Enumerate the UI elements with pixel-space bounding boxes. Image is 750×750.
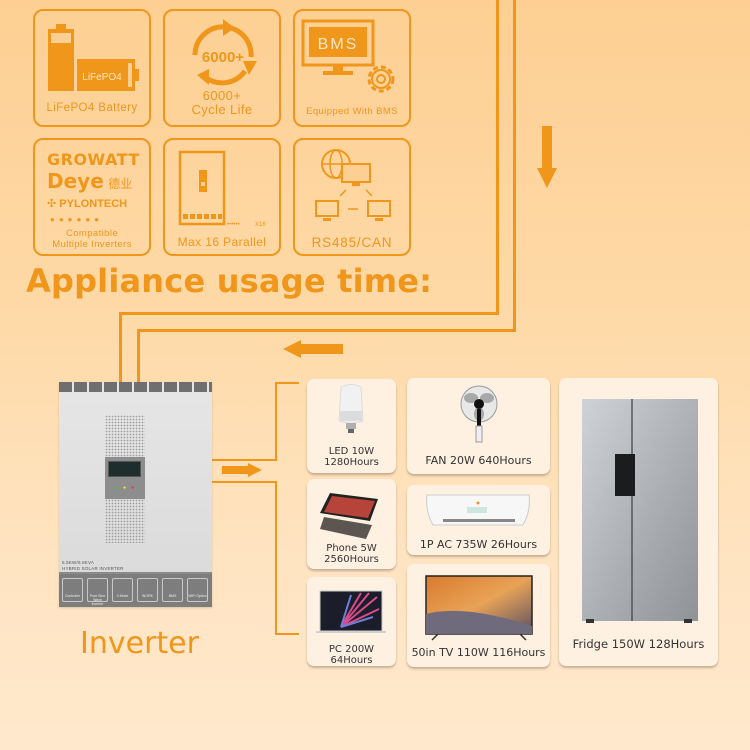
label-line: LED 10W bbox=[328, 446, 375, 457]
cycle-arrows-icon: 6000+ bbox=[192, 19, 257, 86]
wire-out-bottom-stub bbox=[275, 633, 299, 635]
svg-text:LiFePO4: LiFePO4 bbox=[82, 72, 122, 83]
inverter-badge-bar: Controller Pure Sine Wave Inverter 3 Mod… bbox=[59, 574, 212, 607]
appliance-label: 50in TV 110W 116Hours bbox=[411, 646, 546, 659]
appliance-label: Phone 5W 2560Hours bbox=[307, 543, 396, 565]
fridge-icon bbox=[582, 399, 698, 623]
appliance-card-ac: 1P AC 735W 26Hours bbox=[407, 485, 550, 555]
svg-text:X16: X16 bbox=[255, 222, 266, 228]
wire-outer-vertical bbox=[496, 0, 499, 314]
section-title: Appliance usage time: bbox=[26, 262, 433, 300]
pylontech-logo-icon: ✣ bbox=[47, 198, 57, 210]
wire-out-top-vertical bbox=[275, 382, 277, 461]
svg-text:••••••: •••••• bbox=[227, 222, 240, 228]
wire-inner-vertical bbox=[513, 0, 516, 332]
wire-inner-down bbox=[137, 329, 140, 384]
feature-card-bms: BMS Equipped With BMS bbox=[293, 9, 411, 127]
badge-mode: 3 Mode bbox=[112, 578, 133, 602]
wire-out-top bbox=[211, 459, 276, 461]
feature-caption: RS485/CAN bbox=[311, 235, 393, 250]
badge-bms: BMS bbox=[162, 578, 183, 602]
inverter-leds: ●●● bbox=[115, 485, 140, 491]
wire-inner-horizontal bbox=[137, 329, 516, 332]
feature-caption: Compatible Multiple Inverters bbox=[35, 228, 149, 250]
dots-divider: ●●●●●● bbox=[50, 215, 103, 224]
battery-icon: LiFePO4 bbox=[48, 24, 139, 91]
appliance-card-pc: PC 200W 64Hours bbox=[307, 577, 396, 666]
inverter-caption: Inverter bbox=[80, 626, 199, 661]
appliance-label: 1P AC 735W 26Hours bbox=[419, 538, 538, 551]
brand-growatt: GROWATT bbox=[47, 150, 140, 169]
wire-out-bottom bbox=[211, 481, 276, 483]
wire-out-top-stub bbox=[275, 382, 299, 384]
laptop-icon bbox=[316, 590, 386, 633]
label-line: 2560Hours bbox=[324, 554, 379, 565]
feature-caption: Equipped With BMS bbox=[306, 106, 398, 117]
appliance-card-led: LED 10W 1280Hours bbox=[307, 379, 396, 473]
brand-deye-row: Deye 德业 bbox=[47, 169, 132, 193]
appliance-card-tv: 50in TV 110W 116Hours bbox=[407, 564, 550, 667]
arrow-down-icon bbox=[537, 126, 557, 188]
network-computers-icon bbox=[315, 149, 391, 221]
badge-wifi: WiFi Option bbox=[187, 578, 208, 602]
inverter-top-vent bbox=[59, 382, 212, 392]
label-line: 1280Hours bbox=[324, 457, 379, 468]
svg-text:BMS: BMS bbox=[318, 36, 359, 53]
inverter-display bbox=[108, 461, 141, 477]
appliance-card-fan: FAN 20W 640Hours bbox=[407, 378, 550, 474]
svg-text:6000+: 6000+ bbox=[202, 49, 244, 66]
feature-card-compatible: GROWATT Deye 德业 ✣ PYLONTECH ●●●●●● Compa… bbox=[33, 138, 151, 256]
label-line: Phone 5W bbox=[326, 543, 377, 554]
air-conditioner-icon bbox=[426, 494, 530, 526]
inverter-model: 5.5KW/6.8KVA bbox=[62, 560, 95, 565]
appliance-label: Fridge 150W 128Hours bbox=[572, 637, 705, 651]
feature-card-lifepo4: LiFePO4 LiFePO4 Battery bbox=[33, 9, 151, 127]
feature-card-rs485: RS485/CAN bbox=[293, 138, 411, 256]
badge-work: WORK bbox=[137, 578, 158, 602]
inverter-type: HYBRID SOLAR INVERTER bbox=[62, 566, 124, 571]
feature-caption: LiFePO4 Battery bbox=[46, 102, 138, 114]
wire-out-bottom-vertical bbox=[275, 481, 277, 635]
brand-pylontech: PYLONTECH bbox=[59, 198, 128, 210]
led-bulb-icon bbox=[338, 384, 364, 433]
arrow-right-icon bbox=[222, 463, 262, 477]
bms-monitor-gear-icon: BMS bbox=[301, 19, 395, 93]
appliance-card-fridge: Fridge 150W 128Hours bbox=[559, 378, 718, 666]
appliance-label: LED 10W 1280Hours bbox=[307, 446, 396, 468]
arrow-left-icon bbox=[283, 339, 343, 359]
appliance-card-phone: Phone 5W 2560Hours bbox=[307, 479, 396, 569]
caption-line: Multiple Inverters bbox=[52, 239, 132, 250]
television-icon bbox=[425, 575, 533, 641]
feature-card-parallel: •••••• X16 Max 16 Parallel bbox=[163, 138, 281, 256]
wire-outer-horizontal bbox=[119, 312, 499, 315]
tablet-phone-icon bbox=[320, 493, 378, 539]
fan-icon bbox=[460, 385, 498, 443]
appliance-label: PC 200W 64Hours bbox=[328, 644, 375, 666]
wire-outer-down bbox=[119, 312, 122, 384]
feature-caption: Max 16 Parallel bbox=[177, 235, 267, 249]
brand-pylontech-row: ✣ PYLONTECH bbox=[47, 197, 127, 210]
caption-line: Cycle Life bbox=[191, 102, 253, 117]
badge-controller: Controller bbox=[62, 578, 83, 602]
caption-line: 6000+ bbox=[202, 88, 242, 103]
inverter-image: ●●● 5.5KW/6.8KVA HYBRID SOLAR INVERTER C… bbox=[59, 382, 212, 607]
brand-deye-cn: 德业 bbox=[108, 177, 133, 191]
appliance-label: FAN 20W 640Hours bbox=[425, 454, 532, 467]
parallel-battery-icon: •••••• X16 bbox=[178, 150, 266, 228]
feature-card-cycle-life: 6000+ 6000+ Cycle Life bbox=[163, 9, 281, 127]
badge-sine-wave: Pure Sine Wave Inverter bbox=[87, 578, 108, 606]
brand-deye: Deye bbox=[47, 169, 104, 193]
feature-caption: 6000+ Cycle Life bbox=[165, 89, 279, 117]
caption-line: Compatible bbox=[65, 228, 119, 239]
